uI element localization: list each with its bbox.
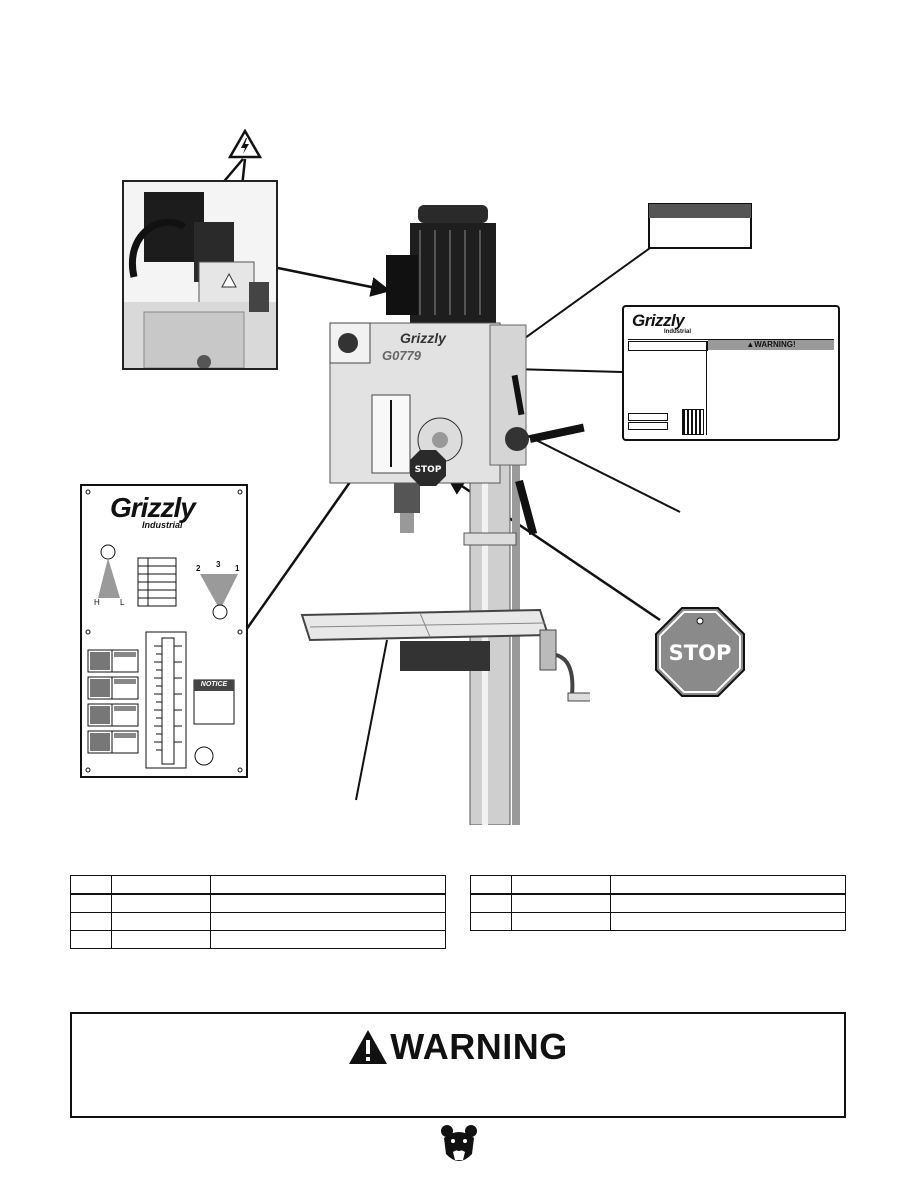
head-model-text: G0779 [382,348,422,363]
warning-label-card: Grizzly Industrial ▲WARNING! [622,305,840,441]
panel-notice-label: NOTICE [200,681,228,688]
control-panel-label: Grizzly Industrial [80,484,248,778]
grizzly-bear-logo [441,1125,477,1161]
gear-number-left: 2 [196,564,201,573]
gear-number-right: 1 [235,564,240,573]
warning-triangle-icon: ▲ [746,340,755,349]
warning-card-brand-sub: Industrial [664,329,692,335]
parts-table-right [470,875,846,931]
machine-id-label-callout [648,203,752,249]
warning-card-left-header [628,341,708,351]
head-stop-badge-text: STOP [415,465,442,475]
motor-junction-box-photo [122,180,278,370]
speed-low-letter: L [120,598,125,607]
panel-brand: Grizzly [110,492,196,523]
stop-sign-text: STOP [669,641,732,665]
panel-brand-sub: Industrial [142,520,183,530]
head-brand-text: Grizzly [400,330,447,346]
warning-box: WARNING [70,1012,846,1118]
warning-box-title: WARNING [72,1026,844,1068]
parts-table-left [70,875,446,949]
warning-card-box-2 [628,422,668,430]
stop-sign: STOP [655,607,745,697]
speed-high-letter: H [94,598,100,607]
drill-press-photo: STOP Grizzly G0779 [300,205,590,825]
qr-code-icon [682,409,704,435]
warning-card-header: ▲WARNING! [708,340,834,350]
electrical-hazard-icon [228,129,262,159]
warning-card-box-1 [628,413,668,421]
gear-number-mid: 3 [216,560,221,569]
warning-card-brand: Grizzly [632,311,685,330]
warning-triangle-icon [349,1030,388,1064]
